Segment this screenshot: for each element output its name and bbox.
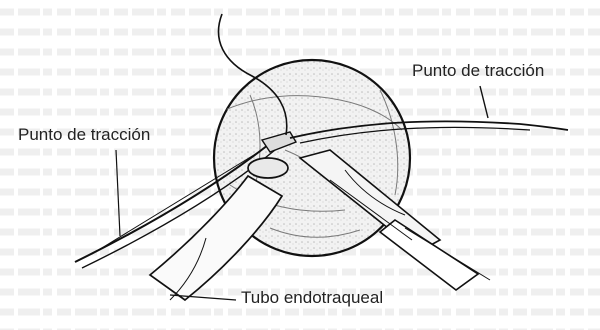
label-endotracheal-tube: Tubo endotraqueal — [241, 288, 383, 307]
label-traction-left: Punto de tracción — [18, 125, 150, 144]
label-traction-right: Punto de tracción — [412, 61, 544, 80]
